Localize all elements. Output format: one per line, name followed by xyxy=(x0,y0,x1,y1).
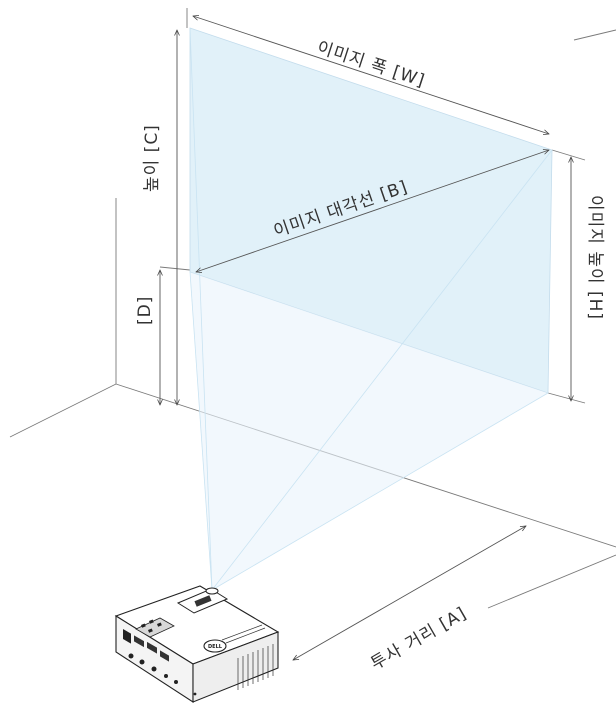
offset-d-label: [D] xyxy=(135,296,155,325)
dimension-lines xyxy=(160,16,571,660)
diagonal-dimension xyxy=(196,150,549,272)
throw-end-ext xyxy=(487,554,616,609)
vent-grille xyxy=(237,644,274,690)
throw-distance-dimension xyxy=(293,526,526,660)
dell-logo xyxy=(203,639,227,653)
screen-bottom-ext xyxy=(547,392,586,404)
throw-distance-label: 투사 거리 [A] xyxy=(368,603,471,674)
wall-top-line xyxy=(573,29,616,41)
height-c-label: 높이 [C] xyxy=(142,124,162,192)
dell-logo-text: DELL xyxy=(208,644,223,650)
d-top-ext xyxy=(159,266,191,271)
width-dimension xyxy=(193,16,549,134)
image-height-label: 이미지 높이 [H] xyxy=(585,195,605,320)
screen-top-ext xyxy=(551,149,586,161)
projector: DELL xyxy=(114,585,280,704)
floor-left-line xyxy=(9,383,117,438)
